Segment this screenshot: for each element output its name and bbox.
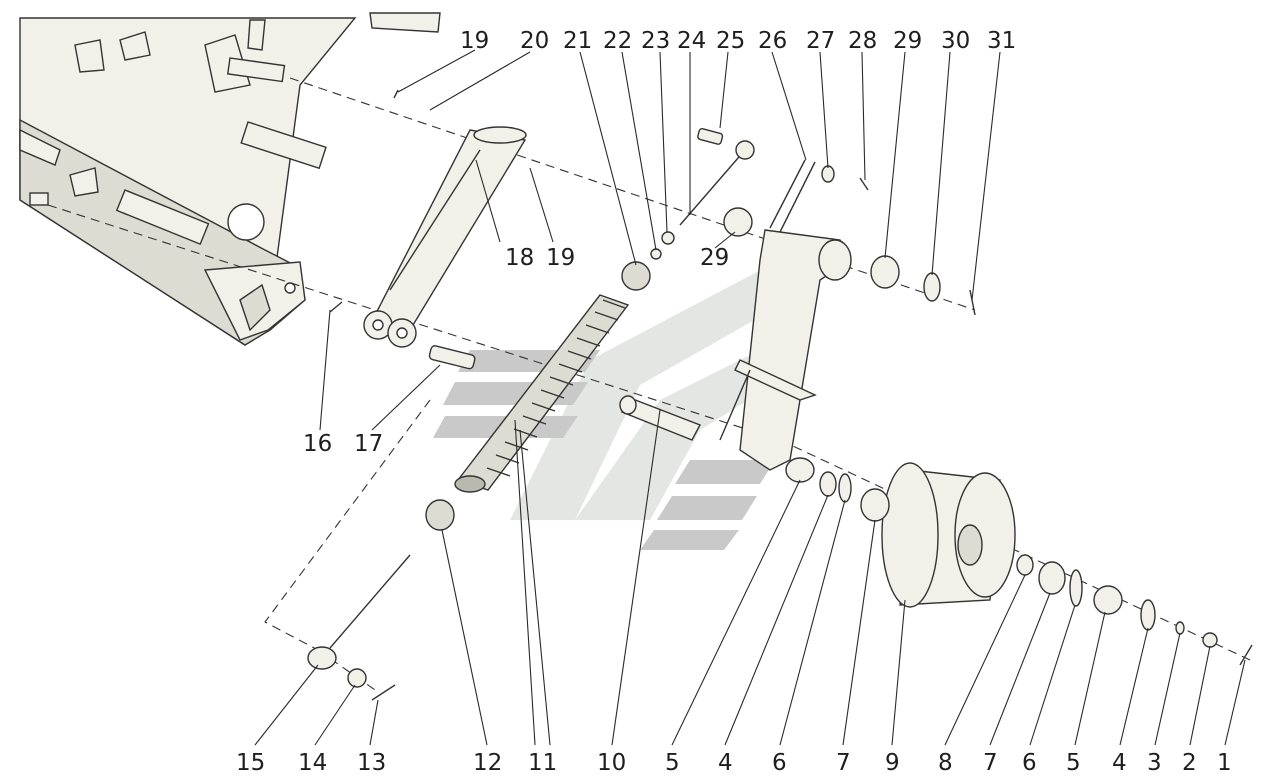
label-6-left: 6 xyxy=(772,750,787,776)
leader-lines xyxy=(254,49,1246,746)
label-15: 15 xyxy=(236,750,265,776)
label-21: 21 xyxy=(563,28,592,54)
tension-rod xyxy=(650,127,755,260)
label-10: 10 xyxy=(597,750,626,776)
label-6-right: 6 xyxy=(1022,750,1037,776)
label-5-right: 5 xyxy=(1066,750,1081,776)
label-24: 24 xyxy=(677,28,706,54)
label-7-left: 7 xyxy=(836,750,851,776)
label-12: 12 xyxy=(473,750,502,776)
callout-numbers: 19 20 21 22 23 24 25 26 27 28 29 30 31 1… xyxy=(236,28,1232,776)
label-22: 22 xyxy=(603,28,632,54)
label-20: 20 xyxy=(520,28,549,54)
label-31: 31 xyxy=(987,28,1016,54)
tensioner-arm xyxy=(719,159,976,471)
label-25: 25 xyxy=(716,28,745,54)
label-7-right: 7 xyxy=(983,750,998,776)
spring xyxy=(425,261,651,531)
label-13: 13 xyxy=(357,750,386,776)
axle-pin xyxy=(619,395,701,441)
lower-rod xyxy=(307,554,411,701)
label-8: 8 xyxy=(938,750,953,776)
label-17: 17 xyxy=(354,431,383,457)
frame-assembly xyxy=(19,12,441,346)
label-19-mid: 19 xyxy=(546,245,575,271)
label-19-top: 19 xyxy=(460,28,489,54)
label-26: 26 xyxy=(758,28,787,54)
label-28: 28 xyxy=(848,28,877,54)
label-11: 11 xyxy=(528,750,557,776)
label-27: 27 xyxy=(806,28,835,54)
label-9: 9 xyxy=(885,750,900,776)
label-30: 30 xyxy=(941,28,970,54)
label-18: 18 xyxy=(505,245,534,271)
assembly-axes xyxy=(47,77,1251,693)
label-29-mid: 29 xyxy=(700,245,729,271)
label-1: 1 xyxy=(1217,750,1232,776)
label-4-left: 4 xyxy=(718,750,733,776)
label-3: 3 xyxy=(1147,750,1162,776)
hydraulic-cylinder xyxy=(363,126,527,348)
label-4-right: 4 xyxy=(1112,750,1127,776)
label-5-left: 5 xyxy=(665,750,680,776)
label-2: 2 xyxy=(1182,750,1197,776)
idler-pulley xyxy=(785,457,1253,666)
label-29-top: 29 xyxy=(893,28,922,54)
label-16: 16 xyxy=(303,431,332,457)
label-14: 14 xyxy=(298,750,327,776)
pin-and-cotter xyxy=(329,89,476,370)
label-23: 23 xyxy=(641,28,670,54)
